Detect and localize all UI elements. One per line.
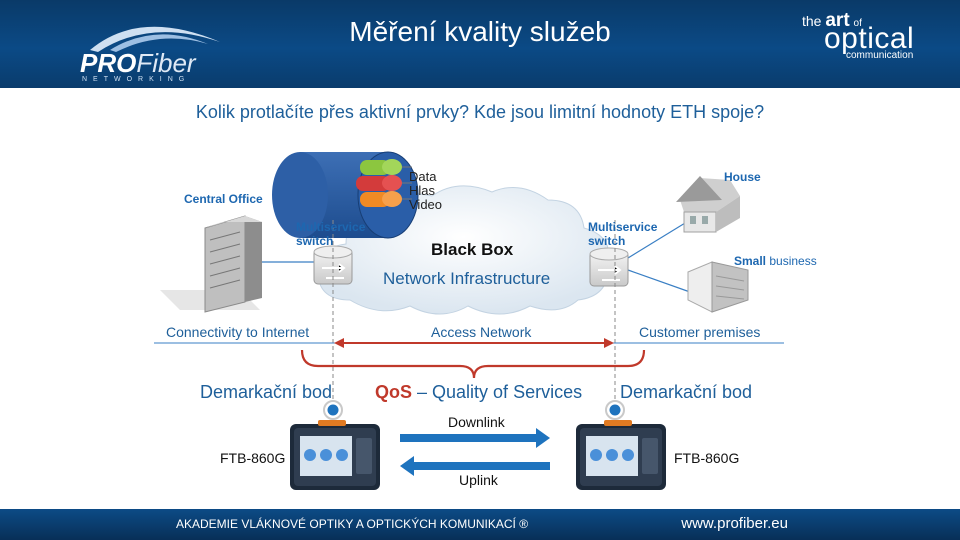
switch-left-icon (313, 245, 353, 285)
ftb-left-label: FTB-860G (220, 450, 286, 466)
small-business-label: Small business (734, 254, 817, 268)
uplink-label: Uplink (459, 472, 498, 488)
profiber-logo: PROFiber NETWORKING (80, 14, 230, 83)
house-link (627, 219, 691, 259)
house-label: House (724, 170, 761, 184)
demarc-right-label: Demarkační bod (620, 382, 753, 402)
demarc-marker-left-icon (323, 400, 343, 420)
qos-label: QoS – Quality of Services (375, 382, 583, 402)
footer-website-link[interactable]: www.profiber.eu (681, 515, 788, 532)
diagram-canvas (154, 151, 784, 490)
footer-bar: AKADEMIE VLÁKNOVÉ OPTIKY A OPTICKÝCH KOM… (0, 509, 960, 540)
cable-data-label: Data (409, 169, 437, 184)
black-box-label: Black Box (431, 240, 514, 259)
page-title: Měření kvality služeb (349, 16, 611, 47)
demarc-left-label: Demarkační bod (200, 382, 333, 402)
art-of-optical-logo: the art of optical communication (802, 10, 915, 61)
multiservice-left-label-1: Multiservice (296, 220, 366, 234)
multiservice-right-label-2: switch (588, 234, 626, 248)
downlink-label: Downlink (448, 414, 505, 430)
connectivity-label: Connectivity to Internet (166, 324, 310, 340)
ftb-right-label: FTB-860G (674, 450, 740, 466)
cable-video-label: Video (409, 197, 443, 212)
server-rack-icon (160, 215, 262, 313)
uplink-arrow-icon (400, 456, 550, 476)
office-building-icon (687, 261, 749, 313)
customer-premises-label: Customer premises (639, 324, 761, 340)
logo-subtitle: NETWORKING (82, 76, 191, 83)
multiservice-right-label-1: Multiservice (588, 220, 658, 234)
question-text: Kolik protlačíte přes aktivní prvky? Kde… (195, 102, 765, 122)
multiservice-left-label-2: switch (296, 234, 334, 248)
ftb-tester-left-icon (290, 420, 380, 490)
footer-academy-text: AKADEMIE VLÁKNOVÉ OPTIKY A OPTICKÝCH KOM… (176, 517, 529, 531)
access-network-span-arrow (334, 338, 614, 348)
switch-right-icon (589, 247, 629, 287)
ftb-tester-right-icon (576, 420, 666, 490)
cable-bundle-icon (272, 151, 419, 239)
demarc-marker-right-icon (605, 400, 625, 420)
header-bar: PROFiber NETWORKING Měření kvality služe… (0, 0, 960, 88)
network-infrastructure-label: Network Infrastructure (383, 269, 551, 288)
central-office-label: Central Office (184, 192, 263, 206)
access-network-label: Access Network (431, 324, 532, 340)
cable-hlas-label: Hlas (409, 183, 436, 198)
logo-swoosh-icon (90, 26, 220, 52)
business-link (627, 269, 691, 293)
downlink-arrow-icon (400, 428, 550, 448)
qos-bracket (300, 349, 646, 379)
house-icon (676, 176, 740, 233)
logo-text: PROFiber (80, 48, 196, 78)
